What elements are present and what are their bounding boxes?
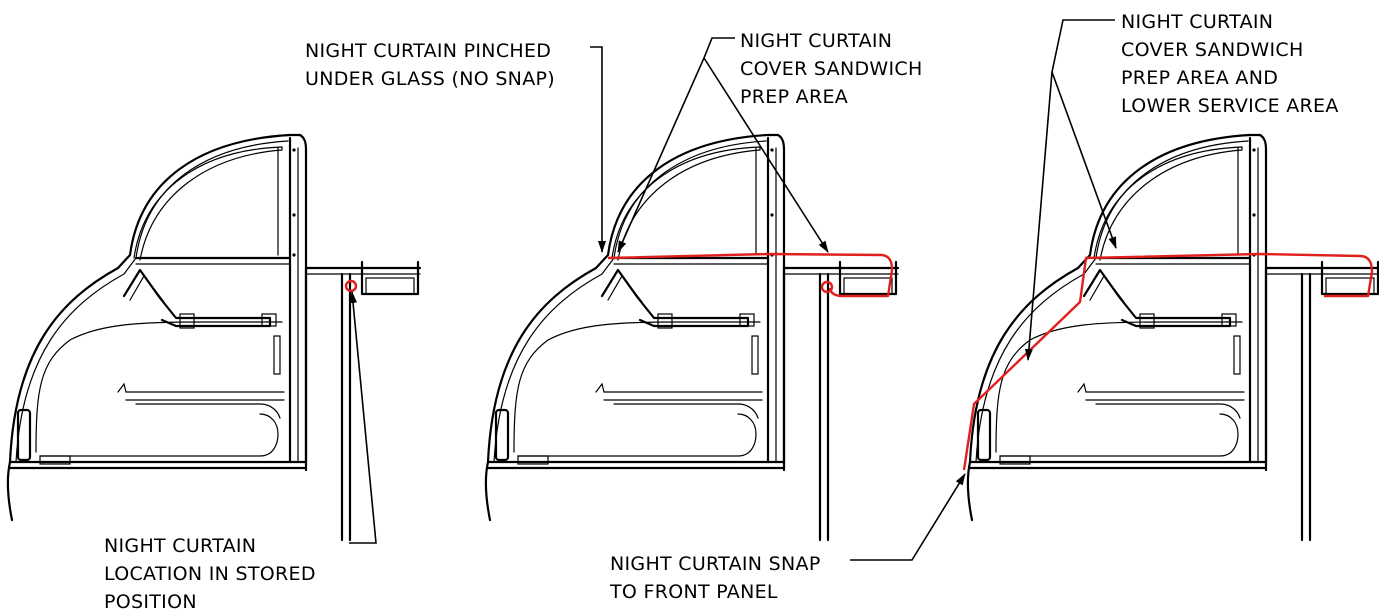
callout-snap-line-1: NIGHT CURTAIN SNAP — [610, 553, 821, 575]
callout-stored: NIGHT CURTAIN LOCATION IN STORED POSITIO… — [104, 291, 377, 613]
callout-snap-line-2: TO FRONT PANEL — [609, 581, 778, 603]
callout-prep-lower-leader-1 — [1024, 19, 1115, 361]
callout-prep-leader-2 — [703, 57, 829, 253]
callout-stored-line-1: NIGHT CURTAIN — [104, 535, 256, 557]
callout-pinched-line-2: UNDER GLASS (NO SNAP) — [305, 68, 555, 90]
callout-prep-lower-leader-2 — [1051, 71, 1117, 249]
callout-prep-lower-line-1: NIGHT CURTAIN — [1121, 11, 1273, 33]
callout-pinched-line-1: NIGHT CURTAIN PINCHED — [305, 40, 551, 62]
callout-pinched: NIGHT CURTAIN PINCHED UNDER GLASS (NO SN… — [305, 40, 606, 253]
callout-prep-lower-line-2: COVER SANDWICH — [1121, 39, 1304, 61]
callout-stored-line-2: LOCATION IN STORED — [104, 563, 316, 585]
callout-prep-line-3: PREP AREA — [740, 86, 848, 108]
callout-snap-leader — [850, 473, 966, 561]
callout-snap: NIGHT CURTAIN SNAP TO FRONT PANEL — [609, 473, 966, 603]
callout-prep-lower: NIGHT CURTAIN COVER SANDWICH PREP AREA A… — [1024, 11, 1339, 361]
callout-stored-line-3: POSITION — [104, 591, 197, 613]
callout-prep: NIGHT CURTAIN COVER SANDWICH PREP AREA — [617, 30, 923, 253]
case-panel-stored — [6, 133, 422, 542]
callout-pinched-leader — [590, 46, 606, 253]
case-panel-prep-covered — [484, 133, 900, 542]
callout-prep-line-2: COVER SANDWICH — [740, 58, 923, 80]
callout-stored-leader — [349, 291, 377, 544]
callout-prep-lower-line-3: PREP AREA AND — [1121, 67, 1278, 89]
callout-prep-leader-1 — [617, 37, 735, 253]
callout-prep-line-1: NIGHT CURTAIN — [740, 30, 892, 52]
case-panel-full-covered — [962, 133, 1379, 542]
callout-prep-lower-line-4: LOWER SERVICE AREA — [1121, 95, 1339, 117]
